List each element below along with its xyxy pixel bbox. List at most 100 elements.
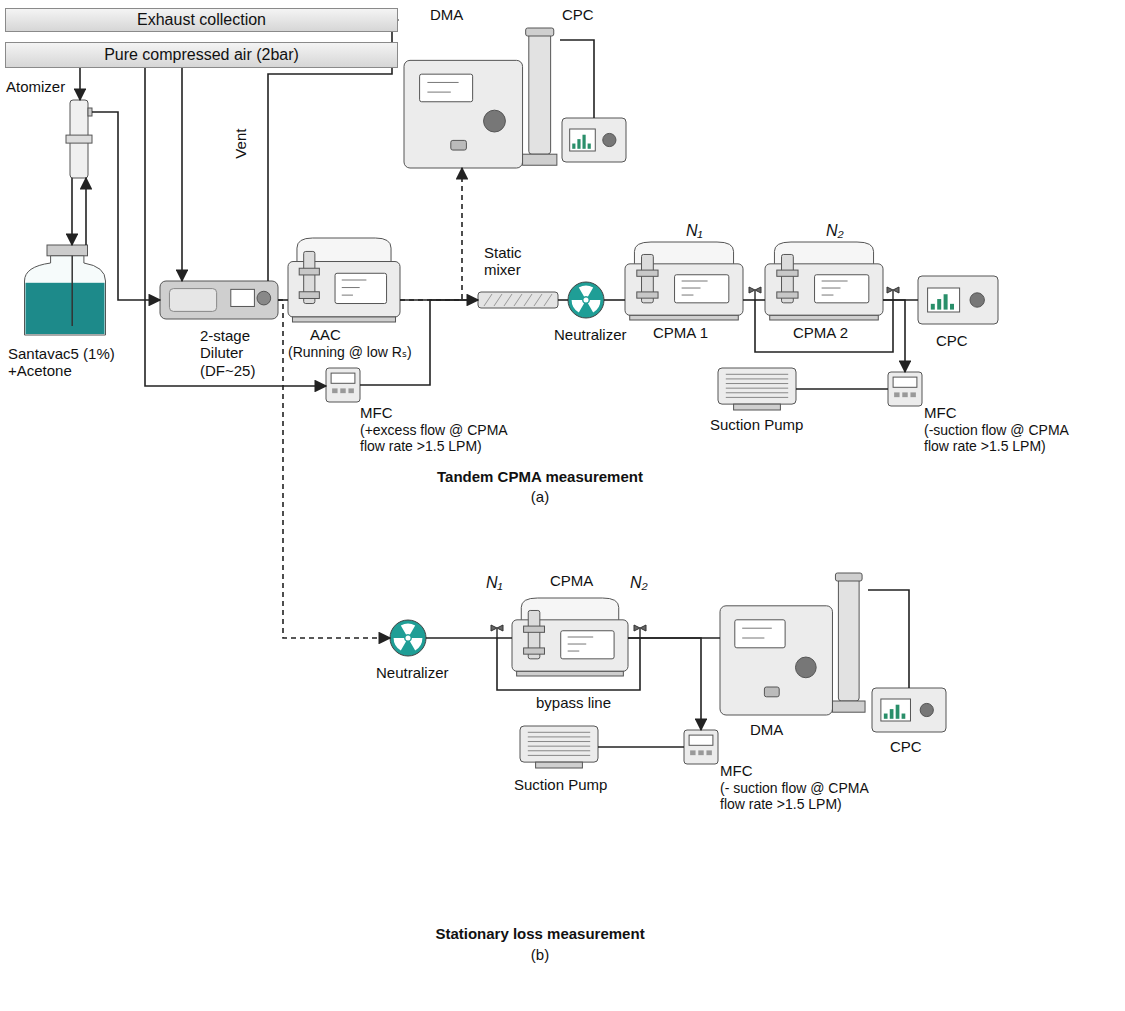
suction-pump: Suction Pump	[520, 726, 598, 768]
counter-symbol: N₂	[630, 574, 648, 592]
cpc-counter: CPC	[918, 276, 998, 324]
instrument-clamp	[299, 268, 319, 275]
air-supply-band: Pure compressed air (2bar)	[5, 42, 398, 68]
diluter-panel	[169, 289, 216, 312]
radiation-blade	[579, 286, 593, 297]
control-knob	[603, 133, 616, 146]
cpc-counter: CPC	[562, 118, 626, 162]
instrument-base	[292, 317, 395, 322]
cpma-classifier: CPMA 2	[765, 242, 883, 320]
diluter: 2-stage Diluter (DF~25)	[160, 281, 278, 319]
atomizer-collar	[66, 135, 92, 143]
flow-line	[85, 178, 87, 245]
valve-handle	[634, 625, 646, 631]
histogram-bar	[582, 135, 585, 149]
mfc-button	[910, 392, 915, 397]
instrument-base	[630, 315, 739, 320]
device-note: (-suction flow @ CPMA flow rate >1.5 LPM…	[924, 422, 1092, 454]
device-note: (Running @ low Rₛ)	[288, 344, 412, 360]
control-knob	[484, 110, 506, 132]
instrument-base	[770, 315, 879, 320]
flow-line	[598, 746, 684, 748]
radiation-blade	[572, 300, 584, 312]
radiation-blade	[401, 624, 415, 635]
mass-flow-controller: MFC(-suction flow @ CPMA flow rate >1.5 …	[888, 372, 922, 406]
cpc-counter: CPC	[872, 688, 946, 732]
neutralizer: Neutralizer	[390, 620, 426, 656]
bypass-line	[497, 638, 640, 690]
cpc-body	[562, 118, 626, 162]
flow-line	[560, 40, 594, 118]
bottle-cap	[47, 245, 88, 256]
mfc-body	[326, 368, 360, 402]
dma-body	[720, 606, 832, 715]
mfc-button	[332, 388, 337, 393]
device-label: CPC	[562, 6, 594, 23]
device-label: Static mixer	[484, 244, 540, 279]
radiation-centre	[583, 297, 588, 302]
plumbing-details	[491, 287, 899, 690]
display-screen	[335, 273, 387, 303]
histogram-bar	[577, 139, 580, 149]
outlet-nozzle	[88, 108, 92, 116]
mixer-element	[544, 294, 552, 306]
mixer-element	[534, 294, 542, 306]
cooling-rib	[528, 732, 590, 733]
inlet-port	[764, 687, 779, 697]
instrument-clamp	[777, 270, 798, 276]
valve-stem	[496, 629, 498, 638]
valve-stem	[892, 291, 894, 300]
display-screen	[735, 620, 785, 648]
column-cap	[835, 573, 862, 581]
dma-classifier: DMA	[404, 30, 560, 168]
instrument-clamp	[637, 292, 658, 298]
histogram-bar	[588, 144, 591, 149]
flow-line	[796, 388, 888, 390]
neutralizer-housing	[568, 282, 604, 318]
mass-flow-controller: MFC(+excess flow @ CPMA flow rate >1.5 L…	[326, 368, 360, 402]
display-screen	[231, 289, 255, 306]
flow-line	[360, 300, 478, 385]
device-label: Suction Pump	[514, 776, 607, 793]
screen-line	[568, 637, 594, 638]
cooling-rib	[528, 736, 590, 737]
panel-letter: (a)	[531, 488, 549, 505]
dip-tube	[71, 256, 73, 326]
histogram-bar	[896, 705, 900, 719]
control-knob	[795, 657, 816, 678]
mixer-element	[494, 294, 502, 306]
control-knob	[257, 291, 271, 305]
flow-line	[743, 299, 765, 301]
display-screen	[928, 288, 960, 312]
histogram-bar	[931, 304, 935, 310]
device-label: 2-stage Diluter (DF~25)	[200, 327, 266, 379]
instrument-clamp	[524, 626, 545, 632]
mfc-button	[348, 388, 353, 393]
mixer-element	[514, 294, 522, 306]
mixer-element	[504, 294, 512, 306]
device-label: Santavac5 (1%) +Acetone	[8, 345, 126, 380]
display-screen	[331, 373, 355, 383]
screen-line	[568, 651, 580, 652]
cooling-rib	[528, 741, 590, 742]
screen-line	[342, 295, 353, 296]
flow-line	[883, 300, 905, 372]
cooling-rib	[726, 378, 788, 379]
mass-flow-controller: MFC(- suction flow @ CPMA flow rate >1.5…	[684, 730, 718, 764]
flow-line	[181, 68, 183, 281]
screen-line	[568, 644, 587, 645]
histogram-bar	[937, 299, 941, 310]
pump-base	[536, 762, 583, 768]
screen-line	[822, 288, 841, 289]
flow-line	[145, 68, 326, 386]
histogram-bar	[890, 709, 894, 719]
screen-line	[682, 295, 694, 296]
dma-body	[404, 60, 523, 168]
instrument-clamp	[524, 648, 545, 654]
counter-symbol: N₂	[826, 222, 844, 240]
pump-body	[520, 726, 598, 762]
radiation-blade	[410, 638, 422, 650]
device-label: Neutralizer	[376, 664, 449, 681]
cooling-rib	[726, 374, 788, 375]
